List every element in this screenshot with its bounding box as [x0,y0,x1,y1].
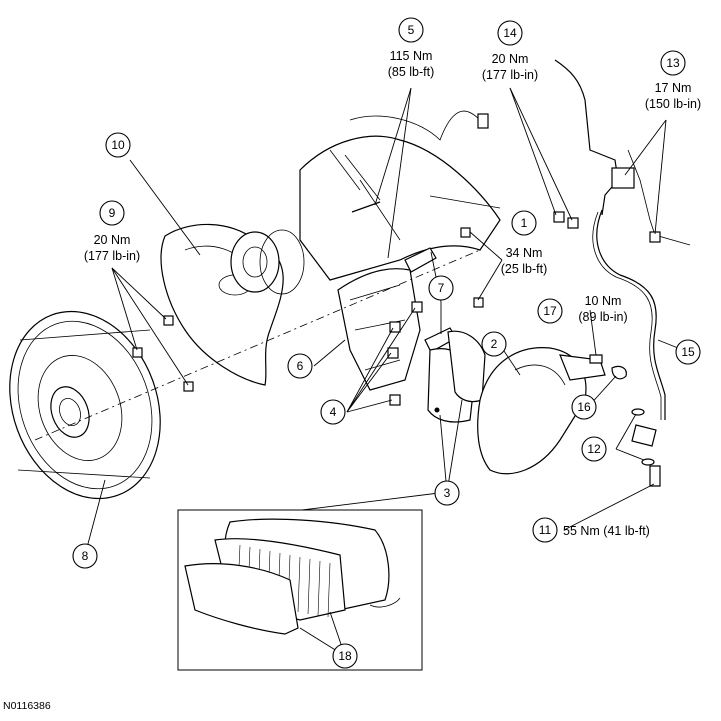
brake-pads [427,330,486,423]
callout-2-number: 2 [491,337,498,351]
callout-13-number: 13 [666,56,680,70]
callout-4-number: 4 [330,405,337,419]
callout-1: 1 34 Nm (25 lb-ft) [501,210,548,276]
callout-9-torque-imperial: (177 lb-in) [84,249,140,263]
callout-14: 14 20 Nm (177 lb-in) [482,20,538,82]
callout-17-number: 17 [543,304,557,318]
callout-8: 8 [72,543,98,569]
caliper-bracket [337,268,421,391]
callout-11: 11 55 Nm (41 lb-ft) [532,517,650,543]
callout-9: 9 20 Nm (177 lb-in) [84,200,140,263]
callout-17: 17 10 Nm (89 lb-in) [537,294,628,324]
callout-17-torque-imperial: (89 lb-in) [578,310,627,324]
bracket-bolt [553,211,565,223]
callout-18: 18 [332,643,358,669]
copper-washers [631,408,657,466]
shield-bolts [132,315,194,392]
callout-5-number: 5 [408,23,415,37]
callout-12-number: 12 [587,442,601,456]
wheel-speed-sensor [477,113,489,129]
callout-13-torque-imperial: (150 lb-in) [645,97,701,111]
callout-14-torque-nm: 20 Nm [492,52,529,66]
callout-10-number: 10 [111,138,125,152]
callout-1-torque-nm: 34 Nm [506,246,543,260]
bleeder-cap [611,365,627,380]
callout-3-number: 3 [444,486,451,500]
callout-9-torque-nm: 20 Nm [94,233,131,247]
callout-18-number: 18 [338,649,352,663]
hose-bracket [611,167,635,189]
pad-detail-inset [177,509,423,671]
banjo-bolt [649,465,661,487]
callout-14-torque-imperial: (177 lb-in) [482,68,538,82]
callout-15: 15 [675,339,701,365]
callout-5: 5 115 Nm (85 lb-ft) [388,17,435,79]
bracket-bolts [460,227,484,308]
callout-6: 6 [287,353,313,379]
callout-3: 3 [434,480,460,506]
callout-14-number: 14 [503,26,517,40]
callout-10: 10 [105,132,131,158]
pad-clips [387,301,423,406]
brake-line [554,59,619,216]
callout-7: 7 [428,275,454,301]
bleeder-screw [589,354,603,364]
callout-7-number: 7 [438,281,445,295]
callout-12: 12 [581,436,607,462]
callout-11-torque: 55 Nm (41 lb-ft) [563,524,650,538]
figure-id: N0116386 [3,700,51,712]
callout-1-torque-imperial: (25 lb-ft) [501,262,548,276]
callout-5-torque-imperial: (85 lb-ft) [388,65,435,79]
callout-17-torque-nm: 10 Nm [585,294,622,308]
callout-11-number: 11 [539,523,552,537]
brake-line-branch [627,149,691,246]
callout-6-number: 6 [297,359,304,373]
callout-1-number: 1 [521,216,528,230]
callout-15-number: 15 [681,345,695,359]
callout-13-torque-nm: 17 Nm [655,81,692,95]
callout-2: 2 [481,331,507,357]
callout-16-number: 16 [577,400,591,414]
center-axis [34,249,481,441]
callout-8-number: 8 [82,549,89,563]
callout-5-torque-nm: 115 Nm [390,49,433,63]
callout-16: 16 [571,394,597,420]
callout-9-number: 9 [109,206,116,220]
brake-hose [596,209,666,420]
brake-rotor [9,310,161,500]
callout-13: 13 17 Nm (150 lb-in) [645,50,701,111]
callout-4: 4 [320,399,346,425]
wheel-hub [230,135,501,295]
sensor-wire [349,110,481,141]
